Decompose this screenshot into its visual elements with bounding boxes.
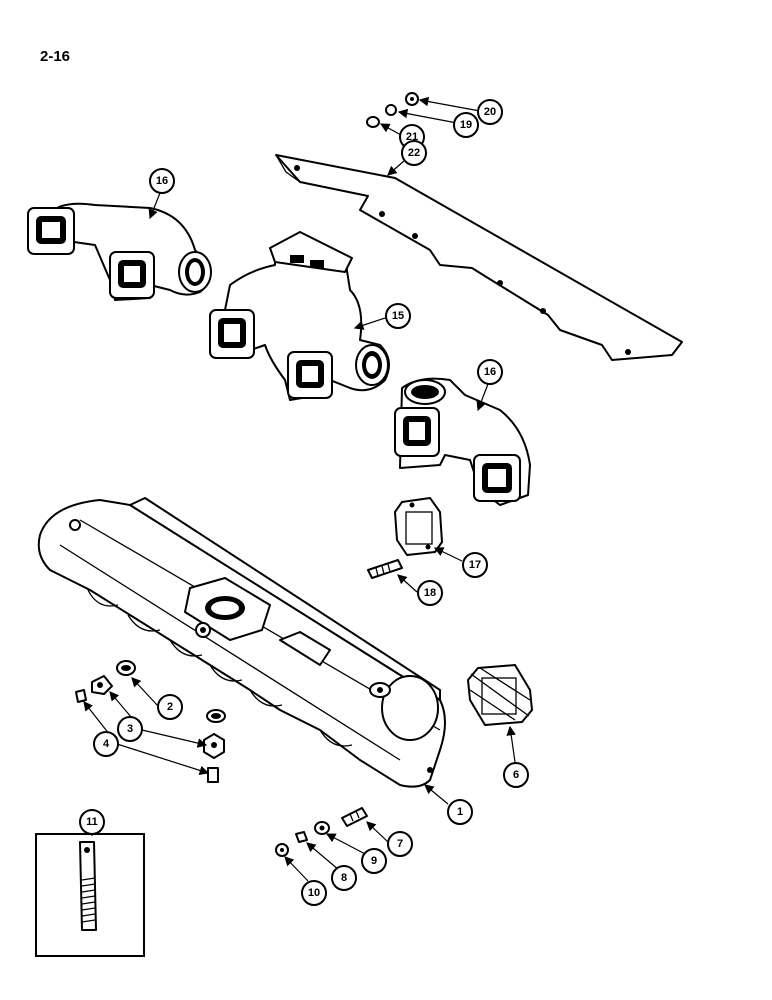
stud-and-nut-hardware bbox=[275, 807, 368, 857]
callout-7: 7 bbox=[387, 831, 413, 857]
heat-shield-bracket bbox=[275, 154, 683, 361]
callout-20: 20 bbox=[477, 99, 503, 125]
exhaust-manifold-main bbox=[37, 497, 446, 788]
callout-17: 17 bbox=[462, 552, 488, 578]
plugs-and-fittings bbox=[75, 660, 226, 783]
svg-text:15: 15 bbox=[392, 310, 404, 322]
callout-1: 1 bbox=[447, 799, 473, 825]
callout-15: 15 bbox=[385, 303, 411, 329]
manifold-section-left bbox=[27, 202, 212, 301]
gasket-small bbox=[394, 497, 443, 556]
svg-text:18: 18 bbox=[424, 587, 436, 599]
manifold-center-section bbox=[209, 231, 390, 401]
svg-text:1: 1 bbox=[457, 806, 463, 818]
callout-8: 8 bbox=[331, 865, 357, 891]
leader-lines bbox=[83, 96, 516, 882]
svg-text:21: 21 bbox=[406, 131, 418, 143]
callout-22: 22 bbox=[401, 140, 427, 166]
svg-text:3: 3 bbox=[127, 723, 133, 735]
svg-text:8: 8 bbox=[341, 872, 347, 884]
svg-text:17: 17 bbox=[469, 559, 481, 571]
stud-long bbox=[367, 559, 403, 579]
svg-text:7: 7 bbox=[397, 838, 403, 850]
svg-text:22: 22 bbox=[408, 147, 420, 159]
svg-text:6: 6 bbox=[513, 769, 519, 781]
page-number: 2-16 bbox=[40, 48, 71, 65]
svg-text:11: 11 bbox=[86, 816, 98, 828]
callout-6: 6 bbox=[503, 762, 529, 788]
inset-box-part-11 bbox=[35, 833, 145, 957]
svg-text:20: 20 bbox=[484, 106, 496, 118]
callout-3: 3 bbox=[117, 716, 143, 742]
svg-text:16: 16 bbox=[484, 366, 496, 378]
gasket-large bbox=[467, 664, 533, 726]
svg-text:16: 16 bbox=[156, 175, 168, 187]
callout-4: 4 bbox=[93, 731, 119, 757]
hardware-nut-washers bbox=[366, 92, 419, 128]
svg-text:10: 10 bbox=[308, 887, 320, 899]
callout-16-left: 16 bbox=[149, 168, 175, 194]
callout-18: 18 bbox=[417, 580, 443, 606]
svg-text:4: 4 bbox=[103, 738, 110, 750]
svg-text:19: 19 bbox=[460, 119, 472, 131]
svg-text:2: 2 bbox=[167, 701, 173, 713]
callout-19: 19 bbox=[453, 112, 479, 138]
svg-text:9: 9 bbox=[371, 855, 377, 867]
callout-11: 11 bbox=[79, 809, 105, 835]
callout-9: 9 bbox=[361, 848, 387, 874]
callout-16-right: 16 bbox=[477, 359, 503, 385]
manifold-section-right bbox=[394, 377, 531, 506]
callout-2: 2 bbox=[157, 694, 183, 720]
callout-10: 10 bbox=[301, 880, 327, 906]
